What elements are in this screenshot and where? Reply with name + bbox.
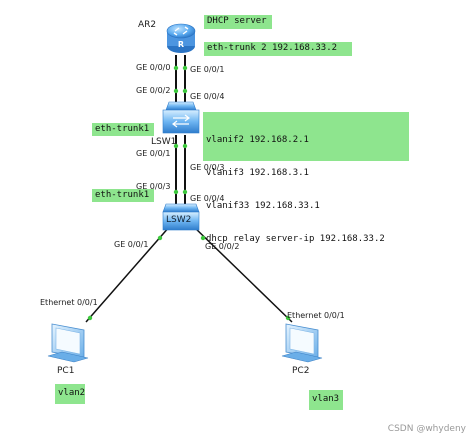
note-pc2-vlan: vlan3 (309, 390, 343, 410)
note-dhcp-server: DHCP server (204, 15, 272, 29)
config-line: vlanif2 192.168.2.1 (206, 135, 309, 145)
port-label-lsw1-ge004: GE 0/0/4 (190, 92, 225, 101)
port-label-lsw1-ge001: GE 0/0/1 (136, 149, 171, 158)
pc2-label: PC2 (292, 366, 310, 376)
note-lsw1-trunk: eth-trunk1 (92, 123, 154, 136)
link-lsw2-pc1 (85, 225, 171, 323)
note-lsw1-config: vlanif2 192.168.2.1 vlanif3 192.168.3.1 … (203, 112, 409, 244)
pc1-computer-icon[interactable] (47, 323, 89, 363)
note-ar2-trunk: eth-trunk 2 192.168.33.2 (204, 42, 352, 56)
port-dot (182, 88, 188, 94)
note-pc1-vlan: vlan2 (55, 384, 85, 404)
lsw2-switch-icon[interactable] (162, 203, 200, 231)
port-dot (87, 315, 93, 321)
port-dot (182, 189, 188, 195)
link-lsw2-pc2 (192, 225, 293, 323)
port-label-lsw2-ge002: GE 0/0/2 (205, 242, 240, 251)
port-label-lsw2-ge004: GE 0/0/4 (190, 194, 225, 203)
port-dot (182, 65, 188, 71)
port-dot (173, 189, 179, 195)
note-lsw2-trunk: eth-trunk1 (92, 189, 154, 202)
config-line: vlanif3 192.168.3.1 (206, 168, 309, 178)
port-label-ar2-ge000: GE 0/0/0 (136, 63, 171, 72)
port-label-pc2-eth: Ethernet 0/0/1 (287, 311, 345, 320)
port-dot (285, 315, 291, 321)
watermark: CSDN @whydeny (387, 424, 466, 434)
pc2-computer-icon[interactable] (281, 323, 323, 363)
port-dot (182, 143, 188, 149)
pc1-label: PC1 (57, 366, 75, 376)
port-label-lsw1-ge002: GE 0/0/2 (136, 86, 171, 95)
port-label-lsw1-ge003: GE 0/0/3 (190, 163, 225, 172)
port-label-pc1-eth: Ethernet 0/0/1 (40, 298, 98, 307)
port-label-lsw2-ge003: GE 0/0/3 (136, 182, 171, 191)
port-dot (173, 88, 179, 94)
port-label-ar2-ge001: GE 0/0/1 (190, 65, 225, 74)
ar2-label: AR2 (138, 20, 157, 30)
config-line: dhcp relay server-ip 192.168.33.2 (206, 234, 385, 244)
port-dot (173, 143, 179, 149)
router-icon[interactable]: R (166, 23, 196, 53)
port-dots (87, 65, 291, 321)
svg-text:R: R (178, 40, 184, 49)
config-line: vlanif33 192.168.33.1 (206, 201, 320, 211)
lsw1-switch-icon[interactable] (162, 101, 200, 134)
port-label-lsw2-ge001: GE 0/0/1 (114, 240, 149, 249)
lsw2-label: LSW2 (166, 215, 192, 225)
lsw1-label: LSW1 (151, 137, 177, 147)
port-dot (173, 65, 179, 71)
port-dot (200, 235, 206, 241)
port-dot (157, 235, 163, 241)
